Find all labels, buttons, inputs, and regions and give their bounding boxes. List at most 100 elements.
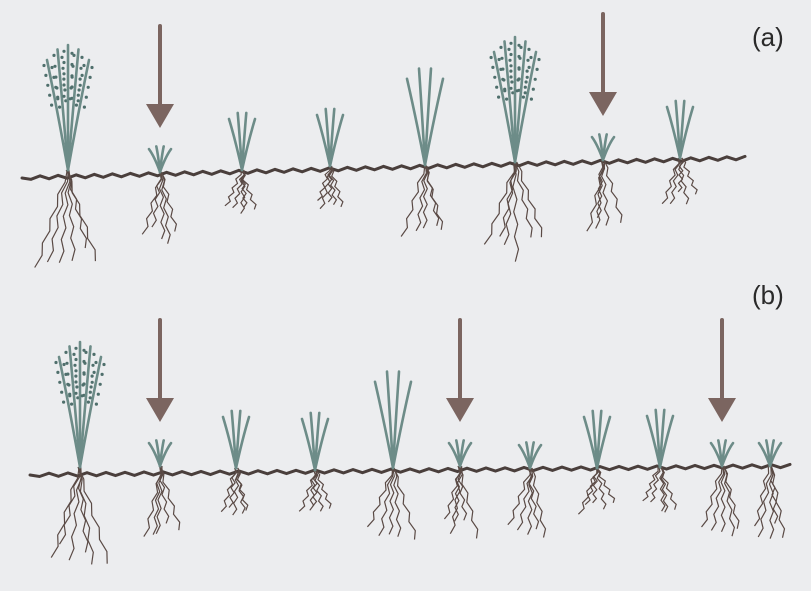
flower-dot: [62, 61, 65, 64]
plant-1-2: [221, 411, 249, 515]
root: [450, 466, 462, 534]
flower-dot: [58, 381, 61, 384]
flower-dot: [62, 72, 65, 75]
root: [678, 158, 689, 204]
root: [670, 158, 679, 204]
root: [504, 162, 514, 245]
flower-dot: [56, 371, 59, 374]
flower-dot: [69, 97, 72, 100]
root: [161, 172, 176, 232]
flower-dot: [73, 364, 76, 367]
flower-dot: [71, 76, 74, 79]
arrow-marker: [146, 26, 174, 128]
flower-dot: [72, 54, 75, 57]
flower-dot: [85, 96, 88, 99]
root: [508, 468, 531, 525]
plant-1-5: [444, 440, 477, 538]
flower-dot: [525, 80, 528, 83]
plant-1-8: [643, 410, 677, 512]
flower-dot: [99, 383, 102, 386]
root: [662, 158, 679, 204]
plant-1-0: [51, 342, 107, 564]
flower-dot: [62, 78, 65, 81]
flower-dot: [66, 373, 69, 376]
flower-dot: [89, 391, 92, 394]
flower-dot: [502, 78, 505, 81]
flower-dot: [500, 57, 503, 60]
flower-dot: [526, 70, 529, 73]
flower-dot: [54, 361, 57, 364]
flower-dot: [53, 65, 56, 68]
flower-dot: [101, 373, 104, 376]
flower-dot: [90, 66, 93, 69]
flower-dot: [82, 64, 85, 67]
flower-dot: [84, 351, 87, 354]
flower-dot: [74, 375, 77, 378]
flower-dot: [64, 351, 67, 354]
flower-dot: [509, 64, 512, 67]
flower-dot: [81, 394, 84, 397]
plant-1-10: [755, 440, 785, 538]
root: [643, 467, 658, 501]
root: [596, 160, 604, 229]
flower-dot: [74, 380, 77, 383]
arrow-marker: [446, 320, 474, 422]
flower-dot: [46, 84, 49, 87]
flower-dot: [102, 363, 105, 366]
arrow-marker: [146, 320, 174, 422]
flower-dot: [505, 98, 508, 101]
flower-dot: [509, 42, 512, 45]
flower-dot: [93, 371, 96, 374]
flower-dot: [74, 369, 77, 372]
plant-0-7: [662, 101, 697, 204]
plant-0-5: [484, 37, 541, 262]
plant-1-7: [578, 411, 614, 514]
flower-dot: [79, 67, 82, 70]
root: [593, 468, 598, 503]
root: [758, 466, 771, 537]
flower-dot: [530, 98, 533, 101]
flower-dot: [95, 403, 98, 406]
arrow-head: [146, 398, 174, 422]
flower-dot: [83, 373, 86, 376]
flower-dot: [62, 363, 65, 366]
flower-dot: [48, 94, 51, 97]
root: [459, 466, 478, 538]
flower-dot: [62, 83, 65, 86]
flower-dot: [91, 364, 94, 367]
flower-dot: [79, 84, 82, 87]
flower-dot: [62, 95, 65, 98]
flower-dot: [67, 383, 70, 386]
flower-dot: [524, 86, 527, 89]
flower-dot: [527, 48, 530, 51]
root: [578, 468, 597, 514]
flower-dot: [507, 48, 510, 51]
plant-1-9: [702, 440, 739, 536]
plant-0-3: [317, 109, 343, 209]
flower-dot: [517, 78, 520, 81]
root: [651, 467, 660, 502]
flower-dot: [60, 56, 63, 59]
flower-dot: [60, 391, 63, 394]
flower-dot: [94, 361, 97, 364]
flower-dot: [495, 86, 498, 89]
flower-dot: [498, 58, 501, 61]
flower-dot: [493, 76, 496, 79]
panel-label-a: (a): [752, 22, 784, 53]
flower-dot: [78, 88, 81, 91]
flower-dot: [58, 106, 61, 109]
arrow-head: [589, 92, 617, 116]
arrow-head: [708, 398, 736, 422]
flower-dot: [61, 67, 64, 70]
stem: [494, 52, 515, 162]
flower-dot: [508, 59, 511, 62]
plant-0-6: [587, 134, 622, 231]
root: [724, 466, 739, 529]
plant-1-3: [299, 413, 331, 511]
flower-dot: [70, 403, 73, 406]
flower-dot: [74, 392, 77, 395]
flower-dot: [56, 97, 59, 100]
flower-dot: [91, 375, 94, 378]
flower-dot: [72, 353, 75, 356]
